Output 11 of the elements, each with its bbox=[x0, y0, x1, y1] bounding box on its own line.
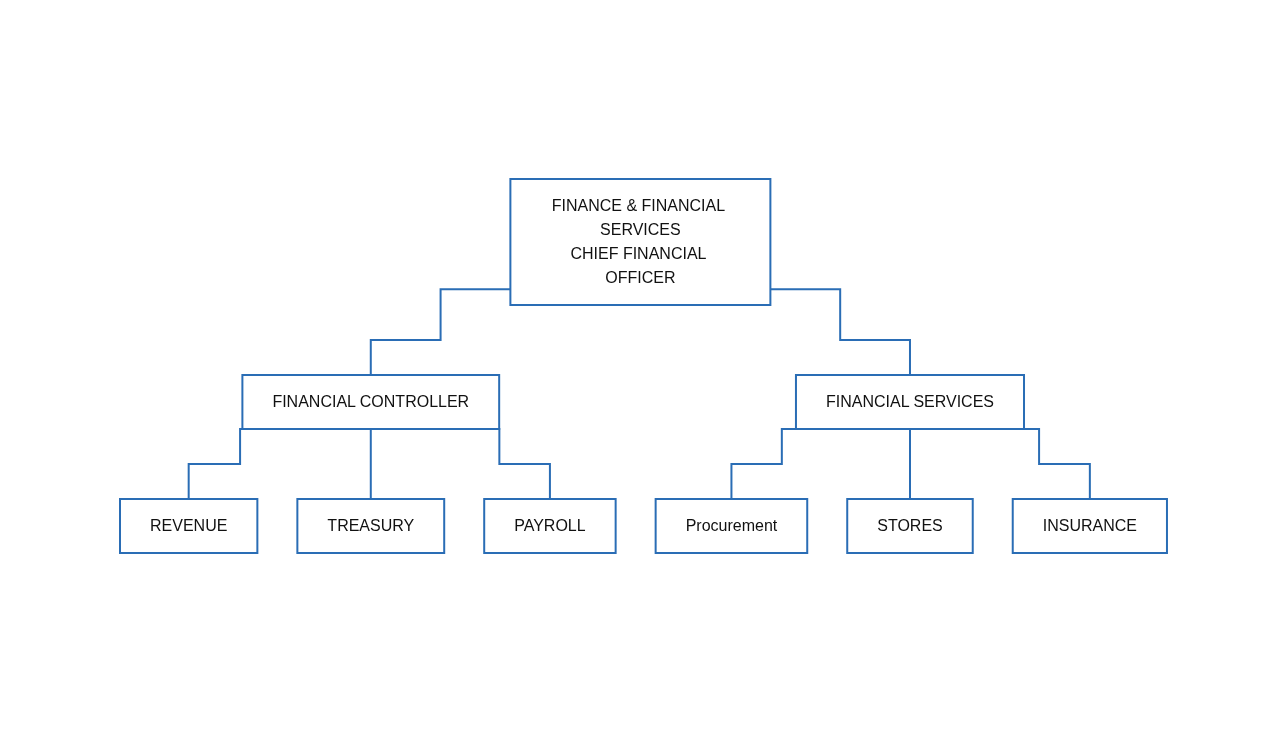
node-box: REVENUE bbox=[119, 497, 259, 554]
node-box: TREASURY bbox=[296, 497, 446, 554]
node-box: FINANCE & FINANCIAL SERVICES CHIEF FINANCIAL OFFICER bbox=[509, 177, 772, 306]
node-box: FINANCIAL SERVICES bbox=[795, 373, 1025, 430]
node-box: Procurement bbox=[654, 497, 809, 554]
node-box: INSURANCE bbox=[1011, 497, 1168, 554]
node-box: PAYROLL bbox=[483, 497, 617, 554]
connector bbox=[909, 427, 911, 500]
node-box: STORES bbox=[846, 497, 974, 554]
node-box: FINANCIAL CONTROLLER bbox=[241, 373, 501, 430]
connector bbox=[369, 427, 372, 500]
